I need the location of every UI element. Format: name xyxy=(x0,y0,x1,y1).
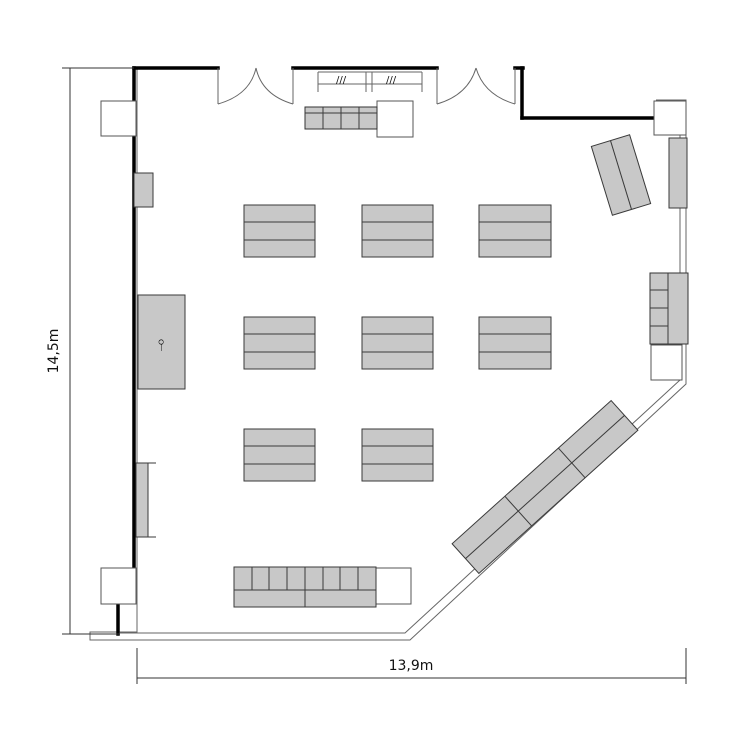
door-left xyxy=(217,67,294,105)
table-r1-c3 xyxy=(478,204,552,258)
stage-symbol: ⫯ xyxy=(158,335,165,354)
door-right xyxy=(436,67,516,105)
stage-platform: ⫯ xyxy=(137,294,186,390)
top-chairs xyxy=(304,106,378,130)
diagonal-benches xyxy=(451,399,639,575)
pillars xyxy=(100,100,687,605)
glass-mark-right: /// xyxy=(386,75,397,86)
pillar-bottom-left xyxy=(100,567,137,605)
dimension-width: 13,9m xyxy=(136,648,687,684)
width-label: 13,9m xyxy=(389,658,434,674)
pillar-right-mid xyxy=(650,344,683,381)
top-rack: /// /// xyxy=(317,71,423,92)
table-r1-c2 xyxy=(361,204,434,258)
dimension-height: 14,5m xyxy=(46,67,134,635)
doors xyxy=(217,67,516,105)
pillar-top-left xyxy=(100,100,137,137)
pillar-top-center xyxy=(376,100,414,138)
tables xyxy=(243,204,552,482)
right-chairs xyxy=(649,272,689,345)
table-r2-c3 xyxy=(478,316,552,370)
wall-cabinet xyxy=(133,172,154,208)
pillar-top-right xyxy=(653,100,687,136)
right-wall-cabinet xyxy=(668,137,688,209)
left-rack xyxy=(135,462,156,538)
bottom-sofa xyxy=(233,566,377,608)
table-r1-c1 xyxy=(243,204,316,258)
table-r2-c2 xyxy=(361,316,434,370)
pillar-bottom-center xyxy=(375,567,412,605)
corner-sofa xyxy=(590,134,652,216)
table-r3-c1 xyxy=(243,428,316,482)
table-r3-c2 xyxy=(361,428,434,482)
glass-mark-left: /// xyxy=(336,75,347,86)
height-label: 14,5m xyxy=(46,329,62,374)
table-r2-c1 xyxy=(243,316,316,370)
